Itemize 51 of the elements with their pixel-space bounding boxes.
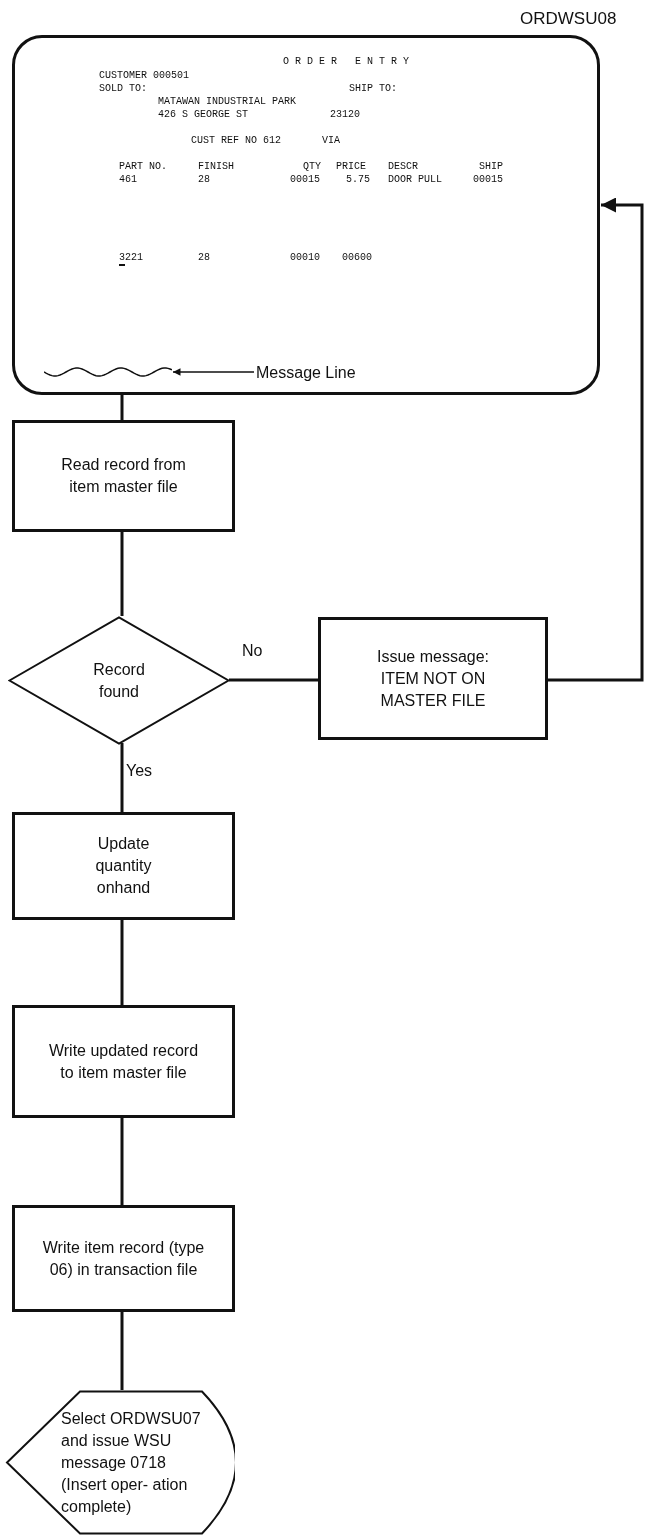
screen-text: 00600 [342,252,372,264]
screen-text: 00010 [290,252,320,264]
connector-line [120,743,124,812]
screen-text: SOLD TO: [99,83,147,95]
node-text: Select ORDWSU07 and issue WSU message 0718 (Insert oper- ation complete) [61,1408,202,1517]
process-box [12,420,235,532]
node-text: Update quantity onhand [94,834,153,898]
screen-text: 3221 [119,252,143,264]
connector-line [120,395,124,420]
screen-text: SHIP [479,161,503,173]
screen-text: 00015 [473,174,503,186]
screen-text: 28 [198,174,210,186]
screen-text: 461 [119,174,137,186]
callout-text: Message Line [256,364,356,381]
screen-text: ORDER ENTRY [283,56,415,68]
decision-diamond [8,616,230,745]
display-shape [5,1390,235,1535]
screen-text: FINISH [198,161,234,173]
screen-text: 28 [198,252,210,264]
screen-id: ORDWSU08 [520,8,617,30]
connector-line [229,678,318,682]
node-text: Issue message: ITEM NOT ON MASTER FILE [375,646,491,711]
connector-line [548,197,644,682]
screen-text: QTY [303,161,321,173]
connector-line [120,920,124,1005]
screen-text: DESCR [388,161,418,173]
process-box [318,617,548,740]
screen-text: MATAWAN INDUSTRIAL PARK [158,96,297,108]
screen-text: 00015 [290,174,320,186]
node-text: Write item record (type 06) in transaction file [41,1237,206,1280]
screen-text: PART NO. [119,161,167,173]
process-box [12,1005,235,1118]
connector-line [120,1118,124,1205]
screen-text: CUST REF NO 612 [191,135,281,147]
leader-line [172,368,255,376]
process-box [12,1205,235,1312]
screen-text: CUSTOMER 000501 [99,70,189,82]
connector-line [120,1312,124,1390]
screen-text: VIA [322,135,340,147]
node-text: Record found [92,659,146,702]
process-box [12,812,235,920]
screen-text: 23120 [330,109,360,121]
screen-text: 426 S GEORGE ST [158,109,248,121]
connector-line [120,532,124,616]
screen-text: 5.75 [346,174,370,186]
screen-text: SHIP TO: [349,83,397,95]
node-text: Read record from item master file [60,455,187,497]
wavy-line [44,364,172,380]
node-text: Write updated record to item master file [48,1040,199,1083]
screen-text: DOOR PULL [388,174,442,186]
screen-text: PRICE [336,161,366,173]
